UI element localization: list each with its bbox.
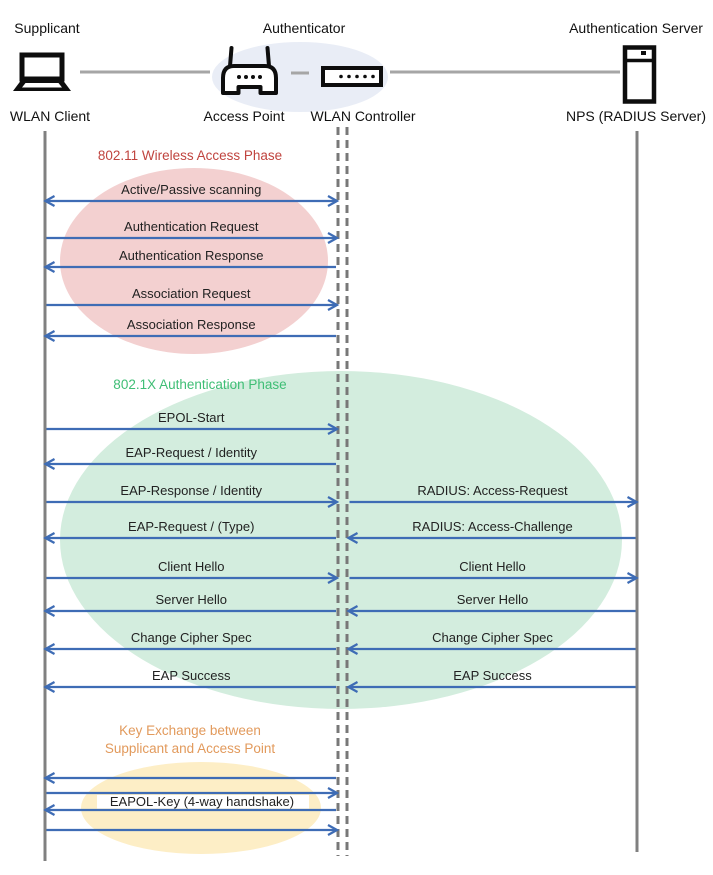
access-point-icon bbox=[221, 46, 278, 95]
message-arrow bbox=[346, 681, 636, 693]
message-arrow bbox=[46, 423, 340, 435]
message-arrow bbox=[43, 643, 336, 655]
message-arrow bbox=[346, 643, 636, 655]
wlan-controller-icon bbox=[321, 66, 383, 87]
message-arrow bbox=[43, 772, 336, 784]
message-arrow bbox=[46, 572, 340, 584]
message-arrow bbox=[46, 299, 340, 311]
message-arrow bbox=[43, 261, 336, 273]
message-arrow bbox=[43, 330, 336, 342]
message-arrow bbox=[46, 824, 340, 836]
message-arrow bbox=[43, 532, 336, 544]
message-arrow bbox=[43, 804, 336, 816]
message-arrow bbox=[46, 787, 340, 799]
message-arrow bbox=[349, 572, 639, 584]
phase-2-ellipse bbox=[60, 371, 622, 709]
message-arrow bbox=[46, 232, 340, 244]
key-label-box bbox=[97, 795, 309, 809]
message-arrow bbox=[349, 496, 639, 508]
message-arrow bbox=[43, 605, 336, 617]
message-arrow bbox=[46, 496, 340, 508]
message-arrow bbox=[346, 532, 636, 544]
message-arrow bbox=[43, 195, 340, 207]
phase-1-ellipse bbox=[60, 168, 328, 354]
server-icon bbox=[622, 45, 657, 104]
authenticator-halo bbox=[212, 42, 388, 112]
message-arrow bbox=[43, 458, 336, 470]
message-arrow bbox=[346, 605, 636, 617]
laptop-icon bbox=[13, 52, 71, 91]
message-arrow bbox=[43, 681, 336, 693]
